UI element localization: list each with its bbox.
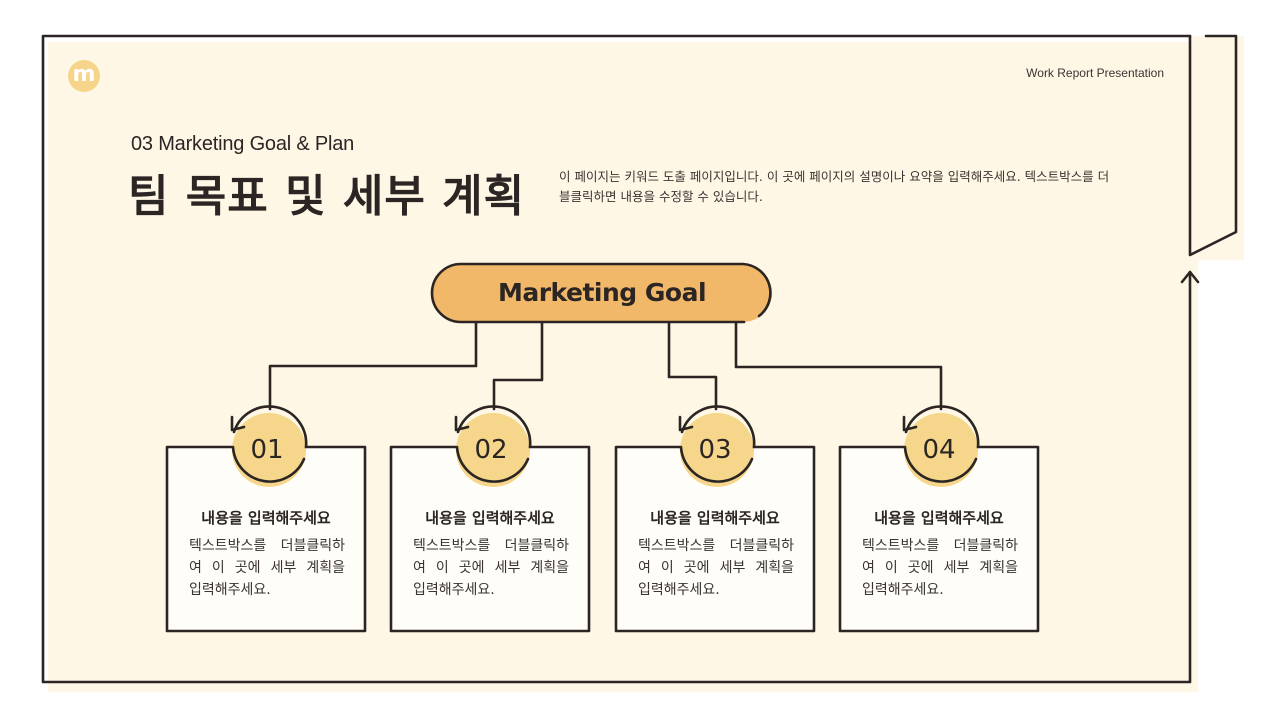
card-title[interactable]: 내용을 입력해주세요: [201, 509, 331, 527]
plan-card-3[interactable]: 내용을 입력해주세요 텍스트박스를 더블클릭하여 이 곳에 세부 계획을 입력해…: [616, 447, 814, 631]
card-body[interactable]: 텍스트박스를 더블클릭하여 이 곳에 세부 계획을 입력해주세요.: [413, 538, 569, 598]
plan-card-1[interactable]: 내용을 입력해주세요 텍스트박스를 더블클릭하여 이 곳에 세부 계획을 입력해…: [167, 447, 365, 631]
card-body[interactable]: 텍스트박스를 더블클릭하여 이 곳에 세부 계획을 입력해주세요.: [862, 538, 1018, 598]
marketing-goal-label[interactable]: Marketing Goal: [497, 278, 707, 307]
card-number: 04: [922, 435, 956, 465]
section-subtitle: 03 Marketing Goal & Plan: [131, 133, 355, 155]
presentation-label: Work Report Presentation: [1026, 66, 1164, 80]
card-number: 01: [250, 435, 284, 465]
page-title: 팀 목표 및 세부 계획: [128, 171, 526, 222]
card-title[interactable]: 내용을 입력해주세요: [874, 509, 1004, 527]
card-title[interactable]: 내용을 입력해주세요: [425, 509, 555, 527]
page-description[interactable]: 이 페이지는 키워드 도출 페이지입니다. 이 곳에 페이지의 설명이나 요약을…: [559, 169, 1110, 204]
card-number: 02: [474, 435, 508, 465]
card-number: 03: [698, 435, 732, 465]
goal-pill: [432, 264, 772, 322]
plan-card-4[interactable]: 내용을 입력해주세요 텍스트박스를 더블클릭하여 이 곳에 세부 계획을 입력해…: [840, 447, 1038, 631]
card-body[interactable]: 텍스트박스를 더블클릭하여 이 곳에 세부 계획을 입력해주세요.: [638, 538, 794, 598]
card-title[interactable]: 내용을 입력해주세요: [650, 509, 780, 527]
logo-icon: m: [68, 60, 100, 92]
card-body[interactable]: 텍스트박스를 더블클릭하여 이 곳에 세부 계획을 입력해주세요.: [189, 538, 345, 598]
plan-card-2[interactable]: 내용을 입력해주세요 텍스트박스를 더블클릭하여 이 곳에 세부 계획을 입력해…: [391, 447, 589, 631]
